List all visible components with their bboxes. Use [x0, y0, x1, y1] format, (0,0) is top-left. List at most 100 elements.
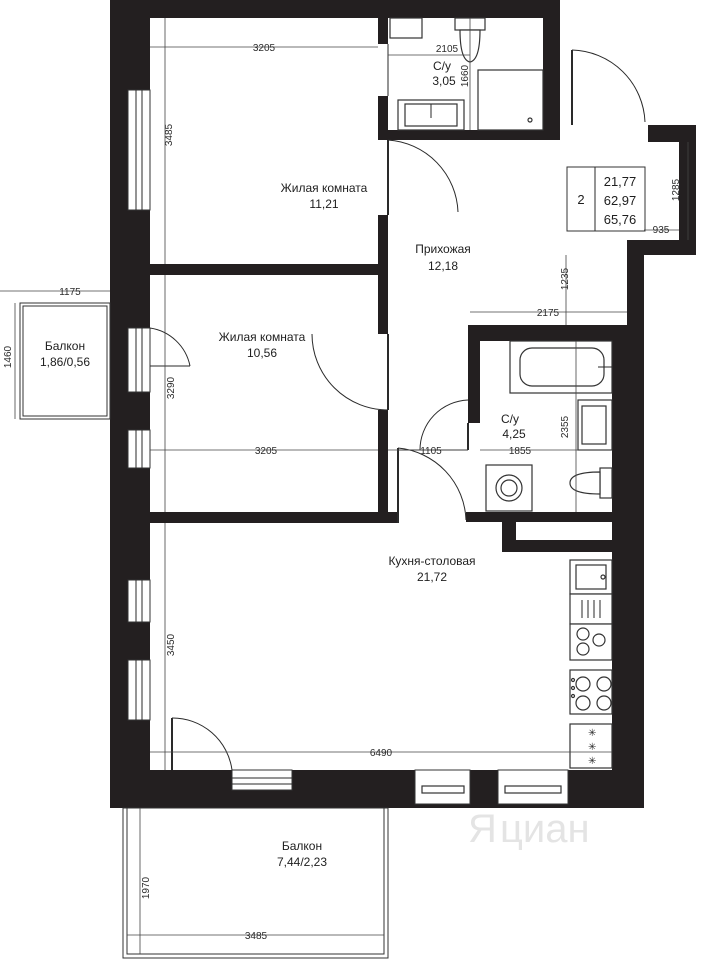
window-bottom-2 — [497, 769, 569, 805]
dim-3450: 3450 — [166, 633, 177, 656]
bathroom2-name: С/у — [501, 412, 519, 426]
window-bottom-1 — [414, 769, 471, 805]
dishwasher — [569, 593, 613, 625]
sink-bath1 — [397, 99, 465, 131]
kitchen-area: 21,72 — [417, 570, 447, 584]
total-area: 62,97 — [604, 193, 637, 208]
oven — [569, 623, 613, 661]
living-area: 21,77 — [604, 174, 637, 189]
door-balcony-big — [171, 717, 233, 771]
wall-bath2-left — [468, 325, 480, 423]
bathroom1-area: 3,05 — [432, 74, 456, 88]
bedroom1-name: Жилая комната — [281, 181, 368, 195]
kitchen-name: Кухня-столовая — [388, 554, 475, 568]
wall-bath1-bottom — [378, 130, 560, 140]
wall-niche-right — [679, 125, 696, 255]
wall-bed1-bed2 — [150, 264, 388, 275]
watermark-logo-icon: Я — [468, 807, 497, 851]
dim-3205-mid: 3205 — [255, 446, 278, 457]
dim-1460: 1460 — [3, 345, 14, 368]
dim-6490: 6490 — [370, 748, 393, 759]
balcony-big-name: Балкон — [282, 839, 322, 853]
windows — [127, 89, 569, 805]
dim-3485-left: 3485 — [164, 123, 175, 146]
balcony-big-outline — [122, 807, 389, 959]
dim-3205-top: 3205 — [253, 43, 276, 54]
wall-bed2-kitchen — [150, 512, 398, 523]
door-kitchen — [397, 447, 467, 523]
dim-2105: 2105 — [436, 44, 459, 55]
balcony-small-outline — [19, 302, 111, 420]
svg-text:✳: ✳ — [588, 728, 596, 739]
kitchen-sink — [569, 559, 613, 595]
wall-niche-bottom — [627, 240, 696, 255]
wall-bath2-top — [468, 325, 644, 341]
window-bedroom1 — [127, 89, 151, 211]
refrigerator: ✳ ✳ ✳ — [569, 723, 613, 769]
balcony-big-area: 7,44/2,23 — [277, 855, 327, 869]
dim-2355: 2355 — [560, 415, 571, 438]
wall-right-mid — [627, 240, 644, 328]
bathroom1-name: С/у — [433, 59, 451, 73]
door-bathroom2 — [398, 399, 469, 451]
wall-bed1-right — [378, 215, 388, 272]
dimension-lines — [0, 18, 689, 954]
info-box-text: 2 21,77 62,97 65,76 — [577, 174, 636, 227]
dimension-labels: 3205 2105 1660 3485 1285 935 1235 1175 2… — [3, 43, 682, 942]
dim-1175: 1175 — [59, 287, 81, 298]
dim-1285: 1285 — [671, 178, 682, 201]
doors — [149, 44, 646, 771]
dim-1970: 1970 — [141, 876, 152, 899]
dim-3485-bottom: 3485 — [245, 931, 268, 942]
wall-bath1-left-top — [378, 18, 388, 44]
balcony-small-area: 1,86/0,56 — [40, 355, 90, 369]
door-entrance — [571, 49, 646, 125]
door-balcony-small — [149, 327, 191, 367]
area-info-box — [566, 166, 646, 232]
watermark-text: циан — [500, 807, 590, 851]
wall-right-low — [612, 325, 644, 808]
bedroom2-name: Жилая комната — [219, 330, 306, 344]
balcony-door-small — [127, 327, 151, 393]
wall-bed2-right-low — [378, 410, 388, 522]
laundry-cabinet-bath1 — [389, 17, 423, 39]
bathroom2-area: 4,25 — [502, 427, 526, 441]
window-kitchen-1 — [127, 579, 151, 623]
svg-text:✳: ✳ — [588, 742, 596, 753]
balcony-door-big — [231, 769, 293, 791]
dim-1660: 1660 — [460, 64, 471, 87]
watermark: Я циан — [468, 807, 590, 851]
wall-bath1-right — [543, 0, 560, 140]
wall-top — [110, 0, 560, 18]
fixtures: ✳ ✳ ✳ — [389, 17, 613, 769]
wall-bath1-left-low — [378, 96, 388, 140]
door-bedroom1 — [387, 139, 459, 215]
bathtub-bath2 — [509, 340, 613, 394]
hallway-area: 12,18 — [428, 259, 458, 273]
stove — [569, 669, 613, 715]
dim-935: 935 — [653, 225, 670, 236]
window-kitchen-2 — [127, 659, 151, 721]
dim-1855: 1855 — [509, 446, 532, 457]
svg-text:✳: ✳ — [588, 756, 596, 767]
door-bedroom2 — [311, 333, 389, 411]
balcony-small-name: Балкон — [45, 339, 85, 353]
room-labels: Жилая комната 11,21 С/у 3,05 Прихожая 12… — [40, 59, 526, 869]
room-count: 2 — [577, 192, 584, 207]
sink-bath2 — [577, 399, 613, 451]
toilet-bath2 — [569, 467, 613, 499]
wall-bed2-right-top — [378, 272, 388, 334]
dim-3290: 3290 — [166, 376, 177, 399]
window-bedroom2 — [127, 429, 151, 469]
dim-1105: 1105 — [420, 446, 442, 457]
dim-2175: 2175 — [537, 308, 560, 319]
total-with-balcony: 65,76 — [604, 212, 637, 227]
wall-bath2-bottom — [466, 512, 626, 522]
bedroom1-area: 11,21 — [309, 197, 338, 211]
dim-1235: 1235 — [560, 267, 571, 290]
bedroom2-area: 10,56 — [247, 346, 277, 360]
wall-shaft-bottom — [502, 540, 626, 552]
washing-machine-bath2 — [485, 464, 533, 512]
shower-bath1 — [477, 69, 544, 131]
